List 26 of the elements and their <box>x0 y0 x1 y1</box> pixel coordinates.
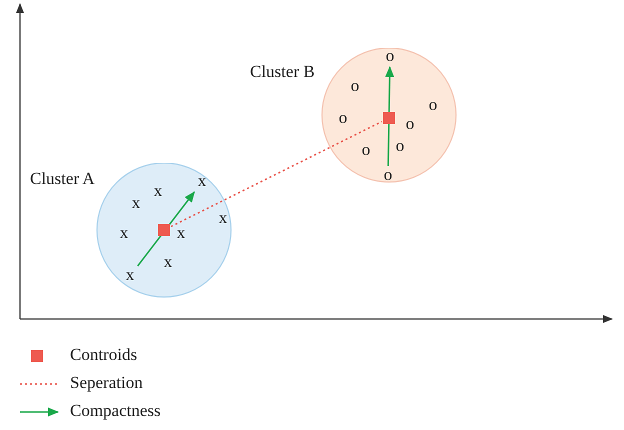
data-point: x <box>129 195 143 213</box>
data-point: x <box>151 183 165 201</box>
cluster-label: Cluster A <box>30 169 95 189</box>
legend-label: Controids <box>70 345 138 365</box>
data-point: o <box>393 138 407 156</box>
data-point: x <box>123 267 137 285</box>
data-point: x <box>195 173 209 191</box>
data-point: o <box>359 142 373 160</box>
data-point: o <box>426 97 440 115</box>
data-point: x <box>216 210 230 228</box>
separation-line <box>170 120 382 228</box>
compactness-arrow <box>137 191 195 266</box>
data-point: x <box>161 254 175 272</box>
data-point: o <box>381 167 395 185</box>
data-point: o <box>383 48 397 66</box>
centroid-marker <box>383 112 395 124</box>
legend-label: Compactness <box>70 401 161 421</box>
legend-label: Seperation <box>70 373 143 393</box>
centroid-marker <box>158 224 170 236</box>
compactness-arrow <box>385 66 394 166</box>
data-point: o <box>403 116 417 134</box>
data-point: o <box>348 78 362 96</box>
data-point: o <box>336 110 350 128</box>
data-point: x <box>174 225 188 243</box>
data-point: x <box>117 225 131 243</box>
cluster-label: Cluster B <box>250 62 315 82</box>
